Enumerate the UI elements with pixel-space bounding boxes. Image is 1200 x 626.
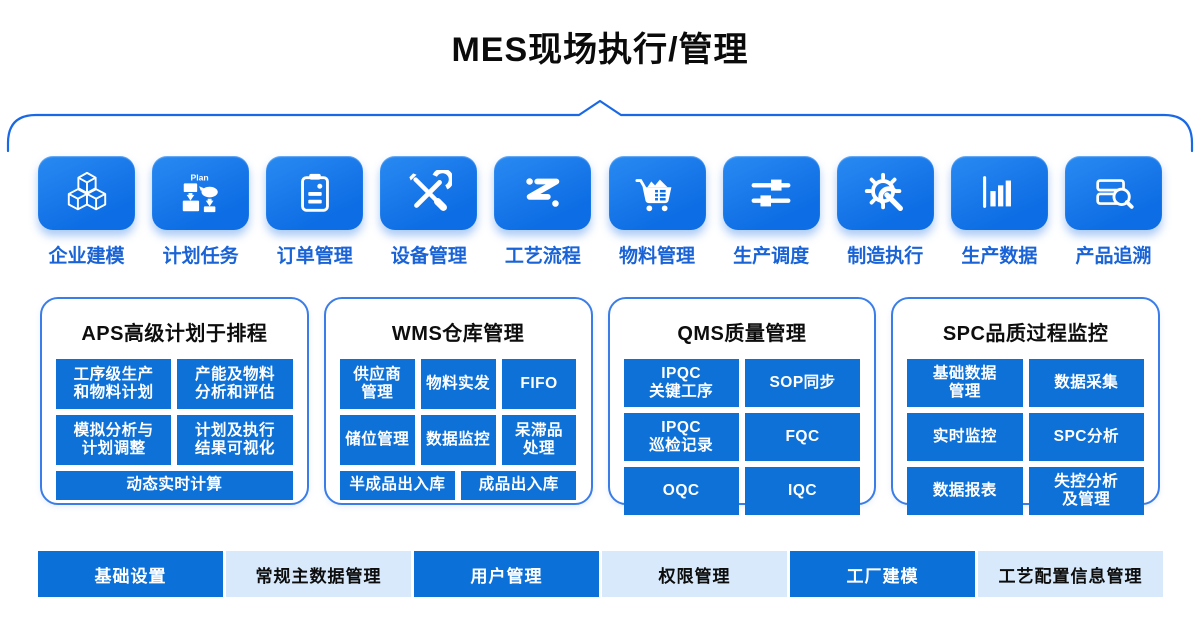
box-wms: WMS仓库管理 供应商 管理 物料实发 FIFO 储位管理 数据监控 呆滞品 处… xyxy=(323,297,593,505)
cubes-icon xyxy=(67,171,106,211)
tools-icon xyxy=(409,170,452,211)
material-cart-icon xyxy=(635,179,672,212)
sliders-icon xyxy=(751,179,791,207)
box-grid: 基础数据 管理 数据采集 实时监控 SPC分析 数据报表 失控分析 及管理 xyxy=(907,359,1144,515)
module-product-traceability: 产品追溯 xyxy=(1064,156,1162,268)
module-tile: Plan xyxy=(152,156,250,230)
feature-cell: FQC xyxy=(744,413,861,461)
feature-cell: 模拟分析与 计划调整 xyxy=(56,415,172,465)
plan-flowchart-icon: Plan xyxy=(182,173,218,213)
module-label: 制造执行 xyxy=(847,246,924,267)
segment-permission-management: 权限管理 xyxy=(602,551,787,597)
bar-chart-icon xyxy=(983,176,1012,208)
module-process-flow: 工艺流程 xyxy=(494,156,592,268)
feature-cell: 动态实时计算 xyxy=(56,471,293,500)
feature-cell: IPQC 巡检记录 xyxy=(623,413,739,461)
feature-cell: 物料实发 xyxy=(420,359,496,409)
module-tile xyxy=(38,156,135,230)
module-label: 物料管理 xyxy=(619,246,696,267)
feature-cell: 数据监控 xyxy=(420,415,496,465)
module-tile xyxy=(722,156,820,230)
segment-master-data-management: 常规主数据管理 xyxy=(226,551,411,597)
module-tile xyxy=(266,156,364,230)
module-label: 企业建模 xyxy=(48,246,125,267)
box-grid: 工序级生产 和物料计划 产能及物料 分析和评估 模拟分析与 计划调整 计划及执行… xyxy=(56,359,293,500)
module-tile xyxy=(494,156,592,230)
feature-cell: 计划及执行 结果可视化 xyxy=(177,415,293,465)
module-manufacturing-execution: 制造执行 xyxy=(836,156,934,268)
module-tile xyxy=(950,156,1048,230)
module-label: 生产数据 xyxy=(961,246,1038,267)
gear-wrench-icon xyxy=(865,172,904,211)
module-label: 计划任务 xyxy=(162,246,239,267)
box-title: QMS质量管理 xyxy=(677,323,807,345)
module-row: 企业建模 Plan 计划任务 xyxy=(38,156,1162,268)
feature-cell: 失控分析 及管理 xyxy=(1028,467,1144,515)
container-bracket-outline xyxy=(6,99,1194,153)
box-title: APS高级计划于排程 xyxy=(81,323,268,345)
box-grid: IPQC 关键工序 SOP同步 IPQC 巡检记录 FQC OQC IQC xyxy=(623,359,861,515)
feature-cell: 储位管理 xyxy=(339,415,415,465)
feature-cell: 半成品出入库 xyxy=(339,471,456,500)
bottom-bar: 基础设置 常规主数据管理 用户管理 权限管理 工厂建模 工艺配置信息管理 xyxy=(38,551,1163,597)
box-grid: 供应商 管理 物料实发 FIFO 储位管理 数据监控 呆滞品 处理 半成品出入库… xyxy=(339,359,577,500)
box-aps: APS高级计划于排程 工序级生产 和物料计划 产能及物料 分析和评估 模拟分析与… xyxy=(40,297,309,505)
segment-basic-settings: 基础设置 xyxy=(38,551,223,597)
clipboard-icon xyxy=(300,173,329,212)
feature-cell: 数据报表 xyxy=(907,467,1023,515)
page-title: MES现场执行/管理 xyxy=(451,31,749,69)
box-spc: SPC品质过程监控 基础数据 管理 数据采集 实时监控 SPC分析 数据报表 失… xyxy=(891,297,1160,515)
feature-cell: 基础数据 管理 xyxy=(907,359,1023,407)
feature-cell: 供应商 管理 xyxy=(339,359,415,409)
module-label: 订单管理 xyxy=(276,246,353,267)
segment-user-management: 用户管理 xyxy=(414,551,599,597)
feature-cell: 产能及物料 分析和评估 xyxy=(177,359,293,409)
segment-factory-modeling: 工厂建模 xyxy=(790,551,975,597)
feature-cell: 成品出入库 xyxy=(461,471,577,500)
feature-cell: 呆滞品 处理 xyxy=(501,415,577,465)
module-label: 工艺流程 xyxy=(504,246,581,267)
feature-cell: SPC分析 xyxy=(1028,413,1144,461)
feature-cell: 工序级生产 和物料计划 xyxy=(56,359,172,409)
module-label: 产品追溯 xyxy=(1075,246,1152,267)
feature-cell: 数据采集 xyxy=(1028,359,1144,407)
feature-cell: OQC xyxy=(623,467,739,515)
module-label: 生产调度 xyxy=(733,246,810,267)
module-plan-tasks: Plan 计划任务 xyxy=(152,156,250,268)
module-production-scheduling: 生产调度 xyxy=(722,156,820,268)
module-order-management: 订单管理 xyxy=(266,156,364,268)
module-enterprise-modeling: 企业建模 xyxy=(38,156,135,268)
feature-cell: FIFO xyxy=(501,359,577,409)
box-title: WMS仓库管理 xyxy=(391,323,525,345)
module-tile xyxy=(608,156,706,230)
feature-cell: SOP同步 xyxy=(744,359,861,407)
box-qms: QMS质量管理 IPQC 关键工序 SOP同步 IPQC 巡检记录 FQC OQ… xyxy=(607,297,877,515)
process-flow-icon xyxy=(526,178,560,207)
segment-process-config-info-management: 工艺配置信息管理 xyxy=(978,551,1163,597)
box-title: SPC品质过程监控 xyxy=(942,323,1109,345)
module-material-management: 物料管理 xyxy=(608,156,706,268)
module-production-data: 生产数据 xyxy=(950,156,1048,268)
module-equipment-management: 设备管理 xyxy=(380,156,478,268)
module-label: 设备管理 xyxy=(390,246,467,267)
feature-cell: IQC xyxy=(744,467,861,515)
module-tile xyxy=(1064,156,1162,230)
module-tile xyxy=(836,156,934,230)
svg-text:Plan: Plan xyxy=(190,173,208,183)
feature-cell: 实时监控 xyxy=(907,413,1023,461)
feature-cell: IPQC 关键工序 xyxy=(623,359,739,407)
module-tile xyxy=(380,156,478,230)
trace-search-icon xyxy=(1096,179,1135,209)
feature-boxes-row: APS高级计划于排程 工序级生产 和物料计划 产能及物料 分析和评估 模拟分析与… xyxy=(40,297,1160,515)
